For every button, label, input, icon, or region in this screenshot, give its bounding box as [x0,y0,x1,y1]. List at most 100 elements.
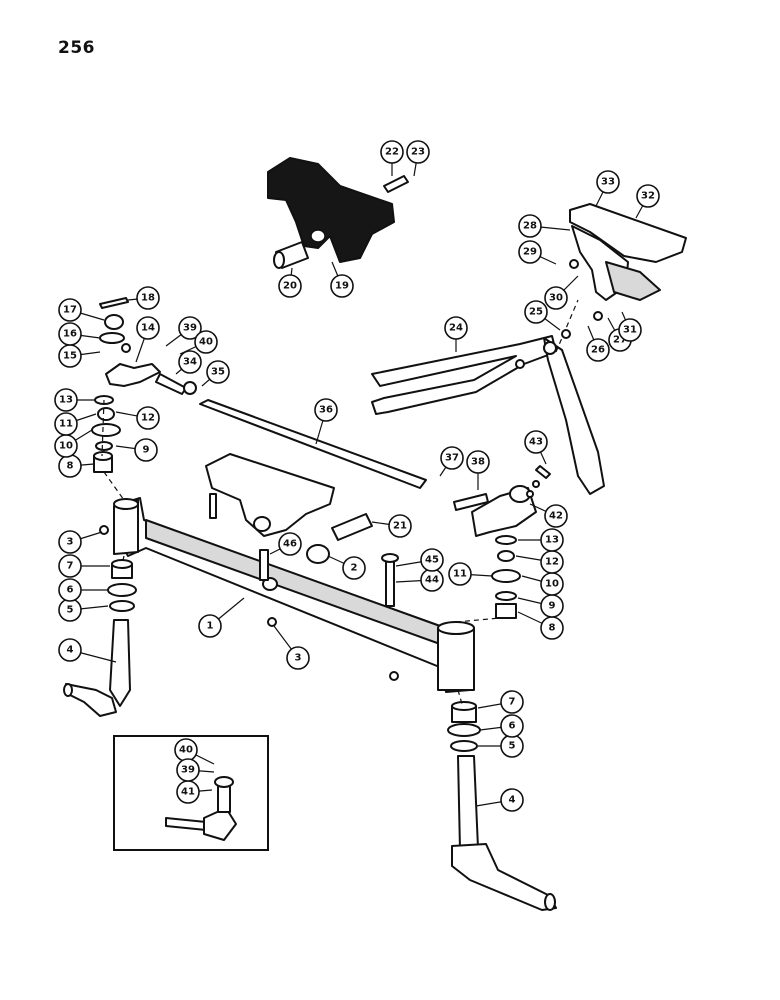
callout-number: 6 [67,585,74,596]
callout-43: 43 [524,430,548,465]
callout-21: 21 [371,514,412,538]
right-steering-spindle [451,755,557,911]
callout-10: 10 [54,429,93,458]
callout-9: 9 [517,594,564,618]
center-bushing [306,544,330,564]
axle-bolt [381,553,399,607]
callout-17: 17 [58,298,105,322]
right-lower-bushing-stack [447,701,481,752]
callout-16: 16 [58,322,101,346]
callout-13: 13 [518,528,564,552]
callout-33: 33 [595,170,620,207]
left-upper-bushing-stack [91,395,121,473]
callout-number: 3 [67,537,74,548]
callout-circle [136,316,160,340]
callout-5: 5 [478,734,524,758]
callout-circle [136,406,160,430]
callout-number: 1 [207,621,214,632]
callout-24: 24 [444,316,468,352]
callout-20: 20 [278,267,302,298]
callout-number: 5 [67,605,74,616]
callout-14: 14 [135,316,160,363]
callout-number: 13 [59,395,73,406]
callout-circle [500,714,524,738]
axle-pivot-bracket [205,453,335,537]
callout-circle [466,450,490,474]
callout-circle [134,438,158,462]
callout-10: 10 [521,572,564,596]
radius-rod [371,335,605,495]
callout-number: 16 [63,329,77,340]
callout-number: 11 [59,419,73,430]
callout-number: 26 [591,345,605,356]
callout-28: 28 [518,214,571,238]
callout-22: 22 [380,140,404,176]
tie-rod [199,399,427,489]
callout-number: 9 [549,601,556,612]
callout-46: 46 [269,532,302,556]
callout-circle [444,316,468,340]
callout-32: 32 [635,184,660,219]
callout-circle [540,528,564,552]
callout-circle [636,184,660,208]
callout-circle [58,578,82,602]
callout-number: 39 [183,323,197,334]
callout-circle [54,412,78,436]
callout-circle [58,554,82,578]
callout-circle [278,532,302,556]
callout-12: 12 [115,406,160,430]
callout-3: 3 [273,625,310,670]
callout-number: 12 [545,557,559,568]
callout-19: 19 [330,261,354,298]
callout-number: 7 [509,697,516,708]
callout-23: 23 [406,140,430,177]
callout-circle [406,140,430,164]
callout-number: 3 [295,653,302,664]
callout-36: 36 [314,398,338,445]
callout-circle [388,514,412,538]
callout-40: 40 [174,738,215,765]
callout-circle [380,140,404,164]
callout-35: 35 [201,360,230,387]
callout-number: 19 [335,281,349,292]
callout-8: 8 [517,611,564,640]
callout-circle [58,298,82,322]
callout-number: 18 [141,293,155,304]
callout-26: 26 [586,325,610,362]
callout-number: 27 [613,335,627,346]
callout-circle [54,388,78,412]
small-pin [383,175,409,193]
page-number: 256 [58,38,95,58]
callout-circle [314,398,338,422]
callout-13: 13 [54,388,94,412]
callout-number: 4 [67,645,74,656]
callout-circle [58,530,82,554]
callout-number: 25 [529,307,543,318]
callout-number: 34 [183,357,197,368]
callout-circle [342,556,366,580]
callout-number: 4 [509,795,516,806]
upper-mounting-plate [569,203,687,301]
callout-5: 5 [58,598,109,622]
callout-circle [178,316,202,340]
callout-circle [176,758,200,782]
callout-circle [58,322,82,346]
left-steering-arm [99,297,197,395]
callout-number: 46 [283,539,297,550]
callout-number: 31 [623,325,637,336]
callout-number: 21 [393,521,407,532]
callout-39: 39 [176,758,215,782]
callout-number: 23 [411,147,425,158]
callout-4: 4 [475,788,524,812]
callout-3: 3 [58,530,103,554]
tie-rod-end [165,776,237,841]
front-axle-beam [113,497,475,693]
callout-circle [518,214,542,238]
callout-number: 22 [385,147,399,158]
callout-number: 29 [523,247,537,258]
pivot-pin [273,241,309,269]
callout-7: 7 [477,690,524,714]
callout-30: 30 [544,275,579,310]
callout-number: 17 [63,305,77,316]
